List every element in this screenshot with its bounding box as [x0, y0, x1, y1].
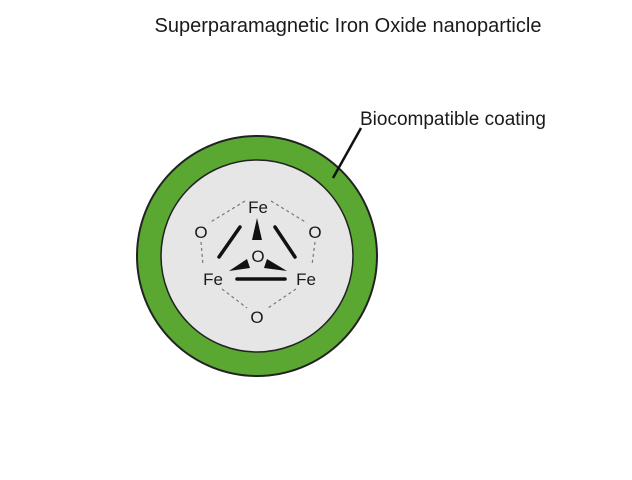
coating-label: Biocompatible coating	[360, 109, 546, 130]
iron-oxide-core	[160, 159, 354, 353]
solid-bonds	[217, 225, 297, 281]
wedge-bond	[229, 259, 250, 271]
diagram-title: Superparamagnetic Iron Oxide nanoparticl…	[155, 15, 542, 37]
atom-o-upper-left: O	[194, 223, 207, 242]
dashed-bond	[221, 288, 248, 309]
wedge-bond	[252, 218, 262, 240]
wedge-bond	[264, 259, 287, 271]
atom-o-upper-right: O	[308, 223, 321, 242]
solid-bond	[217, 225, 242, 259]
atom-o-center: O	[251, 247, 264, 266]
dashed-bond	[200, 241, 204, 266]
dashed-bonds	[200, 200, 316, 309]
wedge-bonds	[229, 218, 287, 271]
atom-fe-left: Fe	[203, 270, 223, 289]
atom-fe-top: Fe	[248, 198, 268, 217]
dashed-bond	[311, 241, 316, 266]
dashed-bond	[208, 200, 246, 224]
solid-bond	[273, 225, 297, 259]
atom-fe-right: Fe	[296, 270, 316, 289]
atom-o-bottom: O	[250, 308, 263, 327]
coating-leader-line	[331, 127, 363, 179]
dashed-bond	[270, 200, 308, 224]
